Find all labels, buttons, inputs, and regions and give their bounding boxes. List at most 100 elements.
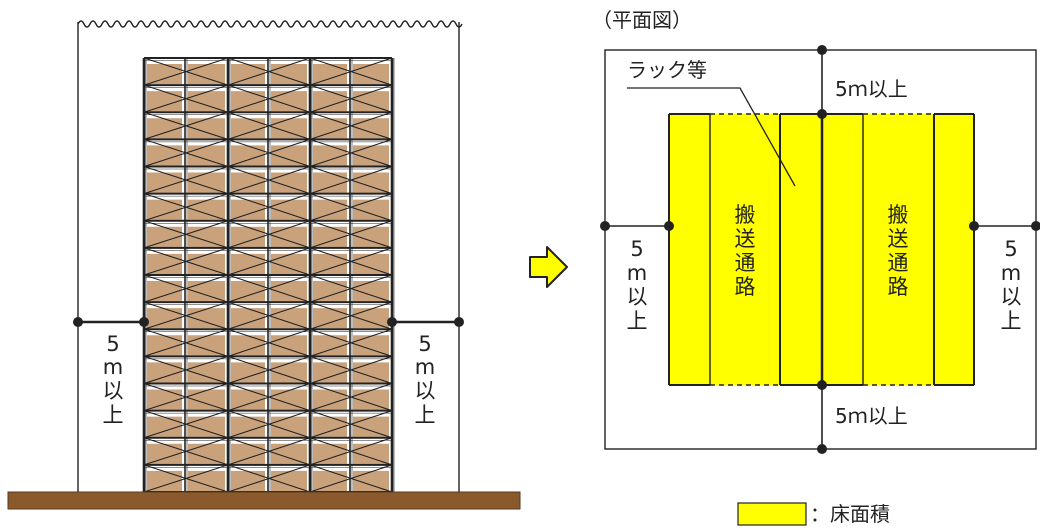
rack-box — [353, 226, 389, 247]
rack-brace — [309, 220, 393, 249]
rack-box — [231, 308, 265, 329]
rack-box — [271, 416, 307, 437]
aisle-char: 送 — [888, 227, 909, 251]
rack-brace — [143, 84, 229, 113]
rack-box — [188, 226, 225, 247]
rack-box — [353, 64, 389, 85]
rack-box — [313, 362, 347, 383]
rack-box — [353, 443, 389, 464]
rack-brace — [309, 328, 393, 357]
rack-box — [231, 281, 265, 302]
rack-box — [231, 226, 265, 247]
rack-box — [147, 281, 182, 302]
ground — [7, 491, 521, 510]
elevation-roof — [77, 20, 463, 28]
rack-box — [231, 64, 265, 85]
rack-box — [271, 253, 307, 274]
rack-box — [231, 253, 265, 274]
dim-char: m — [627, 261, 647, 285]
rack-box — [313, 389, 347, 410]
rack-box — [353, 389, 389, 410]
dim-dot — [387, 317, 397, 327]
rack-box — [188, 253, 225, 274]
rack-brace — [143, 220, 229, 249]
rack-box — [271, 64, 307, 85]
rack-box — [231, 118, 265, 139]
elevation-dim-right-text: 5 m 以 上 — [415, 332, 436, 427]
dim-dot — [73, 317, 83, 327]
rack-brace — [143, 193, 229, 222]
rack-box — [313, 64, 347, 85]
rack-box — [231, 470, 265, 491]
rack-box — [147, 470, 182, 491]
rack-box — [147, 91, 182, 112]
rack-box — [313, 226, 347, 247]
rack-box — [313, 145, 347, 166]
rack-brace — [143, 464, 229, 493]
rack-box — [271, 308, 307, 329]
elevation-dim-left-text: 5 m 以 上 — [103, 332, 124, 427]
rack-box — [188, 335, 225, 356]
rack-brace — [309, 165, 393, 195]
dim-dot — [969, 221, 979, 231]
rack-box — [353, 145, 389, 166]
dim-bottom-label: 5ｍ以上 — [835, 404, 908, 428]
rack-box — [313, 91, 347, 112]
rack-box — [188, 416, 225, 437]
rack-box — [313, 470, 347, 491]
dim-dot — [454, 317, 464, 327]
rack-brace — [227, 138, 311, 168]
rack-box — [188, 470, 225, 491]
rack-label: ラック等 — [627, 58, 707, 82]
rack-box — [271, 172, 307, 193]
rack-box — [188, 172, 225, 193]
rack-brace — [227, 84, 311, 113]
rack-box — [231, 145, 265, 166]
dim-dot — [817, 380, 827, 390]
dim-char: 5 — [1004, 237, 1017, 261]
rack-box — [313, 253, 347, 274]
rack-box — [313, 443, 347, 464]
rack-brace — [309, 138, 393, 168]
legend: ：床面積 — [737, 502, 890, 526]
plan-dim-right-text: 5 m 以 上 — [1001, 237, 1022, 333]
rack-brace — [309, 274, 393, 303]
rack-elevation — [142, 57, 395, 495]
rack-box — [353, 416, 389, 437]
rack-box — [147, 389, 182, 410]
rack-brace — [143, 111, 229, 140]
rack-box — [353, 308, 389, 329]
rack-box — [353, 91, 389, 112]
dim-char: 5 — [106, 332, 119, 356]
rack-brace — [227, 437, 311, 466]
rack-box — [188, 389, 225, 410]
rack-box — [147, 226, 182, 247]
dim-char: 以 — [103, 379, 124, 403]
rack-box — [147, 443, 182, 464]
rack-brace — [309, 464, 393, 493]
rack-brace — [227, 193, 311, 222]
aisle-char: 搬 — [888, 203, 909, 227]
rack-box — [271, 443, 307, 464]
rack-box — [231, 199, 265, 220]
rack-box — [353, 172, 389, 193]
rack-brace — [309, 247, 393, 276]
rack-brace — [227, 355, 311, 385]
rack-brace — [227, 382, 311, 412]
rack-label-leader — [627, 87, 796, 187]
dim-char: 以 — [415, 379, 436, 403]
rack-brace — [143, 247, 229, 276]
aisle-char: 通 — [735, 251, 756, 275]
rack-box — [188, 145, 225, 166]
rack-box — [188, 118, 225, 139]
rack-box — [271, 226, 307, 247]
rack-box — [147, 335, 182, 356]
rack-box — [147, 64, 182, 85]
rack-box — [231, 416, 265, 437]
dim-dot — [139, 317, 149, 327]
rack-box — [188, 443, 225, 464]
rack-box — [353, 362, 389, 383]
rack-box — [188, 64, 225, 85]
dim-char: 上 — [103, 403, 124, 427]
rack-box — [147, 118, 182, 139]
